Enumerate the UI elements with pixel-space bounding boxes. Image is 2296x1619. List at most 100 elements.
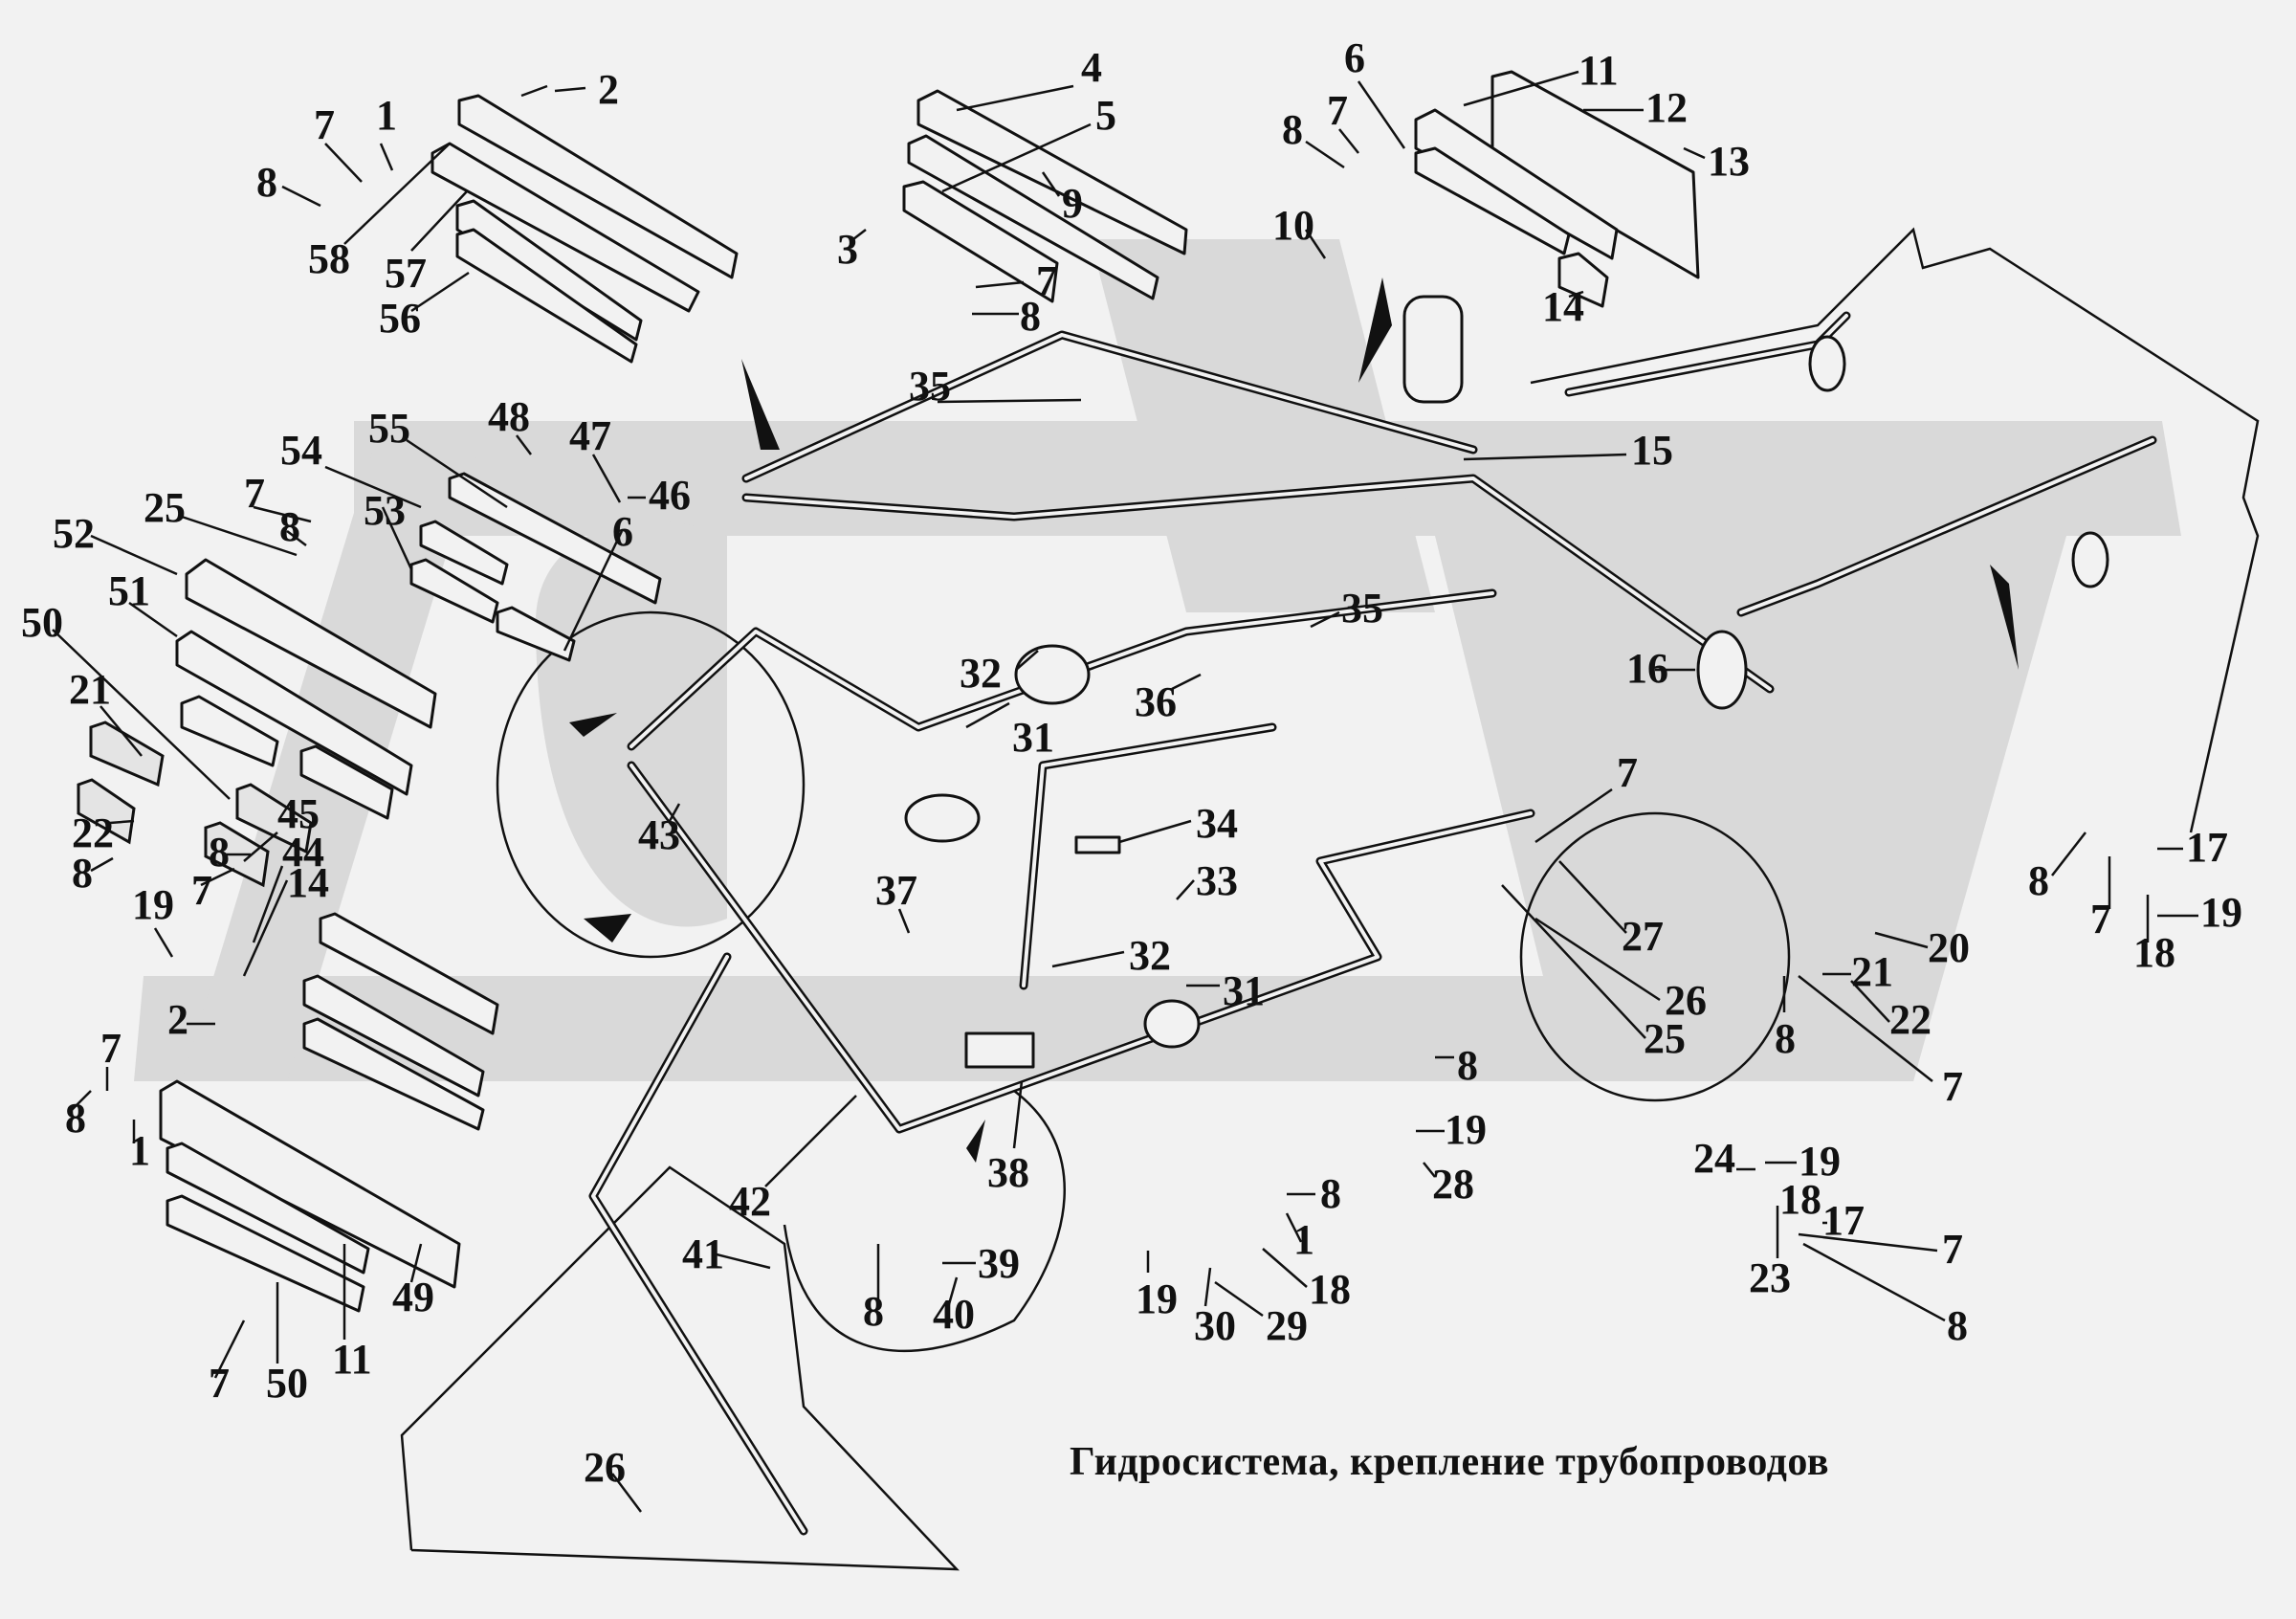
callout-label-washer: 1 [129, 1127, 150, 1174]
callout-label-clamp-insert: 3 [837, 226, 858, 273]
callout-label-bolt: 19 [1136, 1275, 1178, 1322]
leader-line-c-22a [109, 819, 135, 825]
leader-line-c-57 [410, 190, 468, 252]
callout-label-spring-washer: 7 [209, 1360, 230, 1407]
callout-label-nut: 8 [863, 1288, 884, 1335]
leader-line-c-20 [1874, 931, 1929, 949]
leader-line-c-13 [1683, 146, 1706, 160]
callout-label-nut: 8 [2028, 857, 2049, 904]
wedge-4 [569, 713, 617, 737]
callout-label-bar: 5 [1095, 92, 1116, 139]
leader-line-c-8g [286, 530, 307, 546]
callout-label-nut: 8 [1020, 293, 1041, 340]
callout-label-bolt: 20 [1928, 924, 1970, 971]
clamp-plate-49 [159, 1079, 461, 1289]
callout-label-nut: 8 [65, 1095, 86, 1142]
callout-label-nut: 8 [1947, 1302, 1968, 1349]
callout-label-plate: 24 [1693, 1135, 1735, 1182]
wheel-cutout [783, 1090, 1066, 1353]
watermark-band-bottom [134, 976, 1942, 1081]
bar-11-b [166, 1142, 370, 1275]
callout-label-clamp-insert: 50 [266, 1360, 308, 1407]
insert-50-c [166, 1194, 365, 1313]
leader-line-c-2a [554, 86, 586, 93]
leader-line-c-10 [1304, 229, 1327, 259]
leader-line-c-7b [975, 280, 1025, 289]
callout-label-pipe-clamp: 15 [1631, 427, 1673, 474]
clamp-plate-45 [319, 912, 499, 1035]
leader-line-c-19c [153, 927, 174, 958]
callout-label-bolt: 19 [132, 881, 174, 928]
callout-label-spring-washer: 7 [1327, 87, 1348, 134]
callout-label-spring-washer: 7 [2090, 896, 2111, 943]
insert-56-upper [455, 199, 643, 342]
callout-label-nut: 8 [1282, 106, 1303, 153]
watermark-letter-stroke-2 [1091, 239, 1435, 612]
leader-line-c-32a [1015, 650, 1039, 671]
callout-label-bar: 54 [280, 427, 322, 474]
leader-line-c-18a [1262, 1248, 1308, 1288]
callout-label-spring-washer: 7 [191, 867, 212, 914]
callout-label-bar: 57 [385, 250, 427, 297]
leader-line-c-36 [1171, 673, 1202, 691]
leader-line-c-43 [668, 803, 681, 822]
leader-line-c-14b [242, 879, 289, 977]
leader-line-c-8c [1305, 140, 1345, 169]
callout-label-clamp-insert: 56 [379, 295, 421, 342]
insert-50-b [299, 744, 394, 820]
callout-label-bolt: 46 [649, 472, 691, 519]
leader-line-c-54 [324, 465, 422, 509]
callout-label-pipe-clamp: 35 [1341, 585, 1383, 632]
callout-label-spring-washer: 7 [1942, 1063, 1963, 1110]
callout-label-spring-washer: 7 [1036, 257, 1057, 304]
leader-line-c-50a [52, 629, 231, 800]
ring-eye-right [2071, 531, 2109, 588]
leader-line-c-8a [281, 185, 321, 208]
callout-label-pipe: 42 [729, 1178, 771, 1225]
pipe-bundle [588, 311, 2157, 1536]
callout-label-bar: 11 [332, 1336, 372, 1383]
callout-label-spring-washer: 7 [100, 1025, 121, 1072]
callout-label-bracket: 36 [1135, 678, 1177, 725]
bolt-2 [520, 84, 548, 98]
leader-line-c-48 [516, 434, 532, 455]
callout-leaders [52, 70, 2198, 1513]
leader-line-c-6a [1357, 80, 1406, 149]
callout-label-hinge: 23 [1749, 1254, 1791, 1301]
clamp-plate-55 [448, 472, 662, 605]
callout-label-bracket: 30 [1194, 1302, 1236, 1349]
leader-line-c-25b [1501, 884, 1646, 1039]
callout-label-hand-wheel: 31 [1223, 967, 1265, 1014]
callout-label-bolt: 2 [167, 996, 188, 1043]
callout-label-bolt: 19 [2200, 889, 2242, 936]
leader-line-c-53 [381, 506, 413, 570]
watermark-background [134, 239, 2181, 1081]
callout-label-spring-washer: 7 [1617, 749, 1638, 796]
leader-line-c-45 [243, 832, 278, 862]
leader-line-c-8l [2051, 832, 2086, 876]
callout-label-clamp-plate: 58 [308, 235, 350, 282]
cylinder-34 [1074, 835, 1121, 854]
leader-line-c-7h [1534, 787, 1613, 844]
leader-line-c-49 [409, 1243, 423, 1283]
leader-line-c-37 [897, 908, 911, 934]
callout-label-bolt: 2 [598, 66, 619, 113]
wedge-leaders [569, 277, 2019, 1163]
callout-label-spring-washer: 7 [314, 101, 335, 148]
callout-label-bracket: 18 [1309, 1266, 1351, 1313]
callout-label-clamp-insert: 53 [364, 487, 406, 534]
leader-line-c-56 [410, 271, 470, 313]
insert-14 [1557, 252, 1609, 308]
leader-line-c-7k [1798, 1232, 1938, 1253]
clamp-plate-12 [1490, 70, 1700, 279]
clamp-assembly-lower-left-mid [302, 912, 499, 1131]
callout-label-bracket: 18 [1779, 1176, 1821, 1223]
callout-label-bracket: 22 [1889, 996, 1932, 1043]
bar-5 [907, 134, 1159, 300]
wedge-2 [1358, 277, 1392, 383]
callout-label-plate: 21 [1851, 948, 1893, 995]
callout-label-hand-wheel: 31 [1012, 714, 1054, 761]
wedge-3 [1990, 565, 2019, 670]
wedge-5 [584, 914, 631, 943]
cabin-outline [1530, 227, 2260, 833]
